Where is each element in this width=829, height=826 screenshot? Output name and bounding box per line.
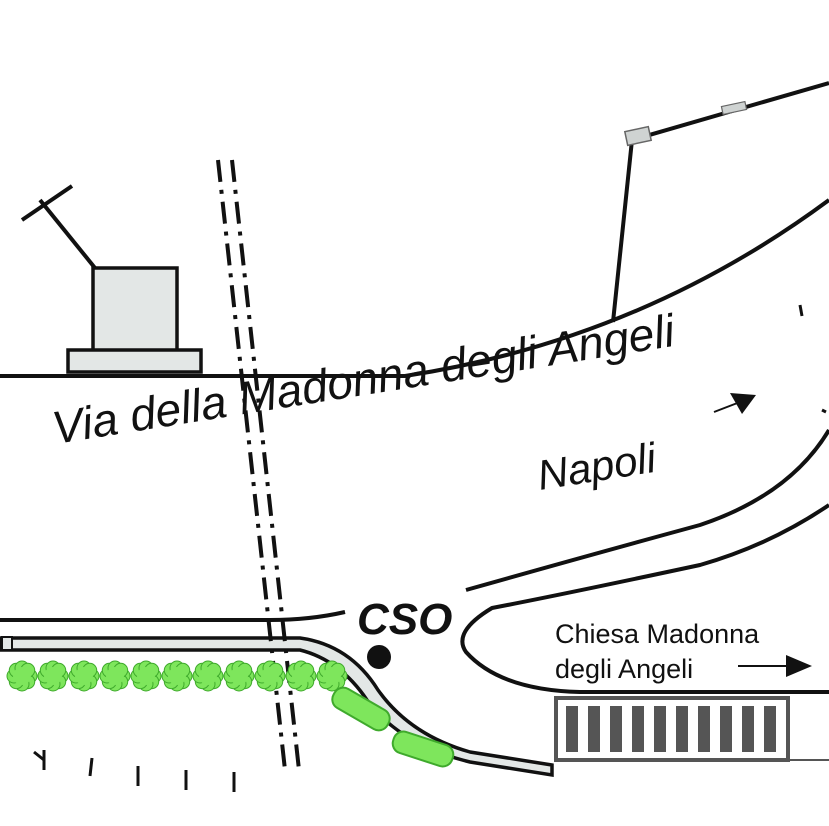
crosswalk-stripe: [720, 706, 732, 752]
tree-icon: [6, 660, 38, 692]
road-edge-north: [0, 198, 829, 378]
shrub-group: [331, 686, 455, 768]
crosswalk-stripe: [742, 706, 754, 752]
building-base: [66, 348, 203, 374]
crosswalk-stripe: [632, 706, 644, 752]
crosswalk-stripe: [588, 706, 600, 752]
tree-icon: [223, 660, 255, 692]
building-outline-top-right: [611, 81, 829, 323]
crosswalk-stripe: [654, 706, 666, 752]
crosswalk-stripe: [566, 706, 578, 752]
cross-stem: [38, 198, 97, 270]
tree-icon: [285, 660, 317, 692]
church-building: [20, 184, 203, 374]
road-edge-east-2: [460, 503, 829, 694]
tree-icon: [254, 660, 286, 692]
crosswalk-stripe: [610, 706, 622, 752]
destination-label-line2: degli Angeli: [555, 654, 693, 684]
road-edge-east-1: [465, 428, 829, 592]
canal-end-cap: [1, 636, 13, 651]
cross-bar: [20, 184, 74, 222]
tree-icon: [37, 660, 69, 692]
crosswalk-stripe: [676, 706, 688, 752]
cso-label: CSO: [357, 595, 452, 644]
tree-icon: [68, 660, 100, 692]
road-edge-southwest: [0, 610, 346, 622]
crosswalk-stripe: [698, 706, 710, 752]
tree-icon: [161, 660, 193, 692]
tree-hedge: [6, 660, 348, 692]
direction-label: Napoli: [534, 434, 661, 499]
crosswalk-icon: [554, 696, 829, 762]
building-icon: [91, 266, 179, 354]
crosswalk-stripe: [764, 706, 776, 752]
tree-icon: [130, 660, 162, 692]
tree-icon: [316, 660, 348, 692]
arrow-right-icon: [713, 393, 756, 414]
cso-marker-icon: [367, 645, 391, 669]
canal: [0, 636, 554, 778]
tree-icon: [192, 660, 224, 692]
tree-icon: [99, 660, 131, 692]
arrow-right-icon: [738, 655, 812, 677]
bollards: [33, 304, 827, 792]
destination-label-line1: Chiesa Madonna: [555, 619, 760, 649]
